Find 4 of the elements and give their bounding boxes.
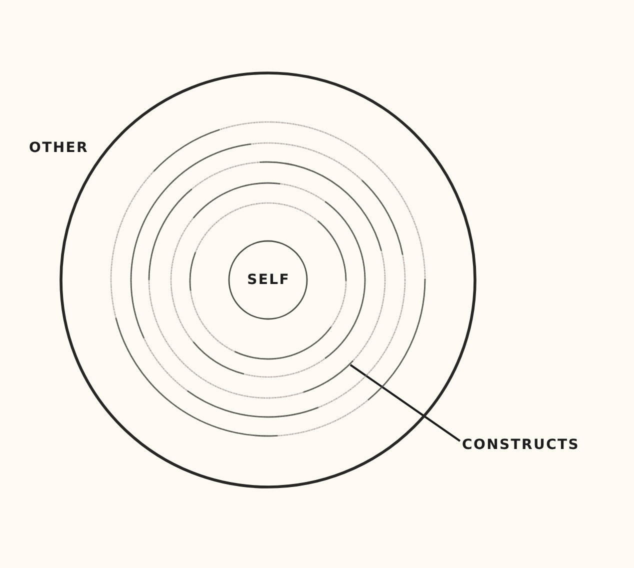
region-label: OTHER <box>29 139 89 157</box>
callout-label: CONSTRUCTS <box>462 436 580 454</box>
circle-label: SELF <box>247 271 290 289</box>
leader-line <box>350 364 461 442</box>
